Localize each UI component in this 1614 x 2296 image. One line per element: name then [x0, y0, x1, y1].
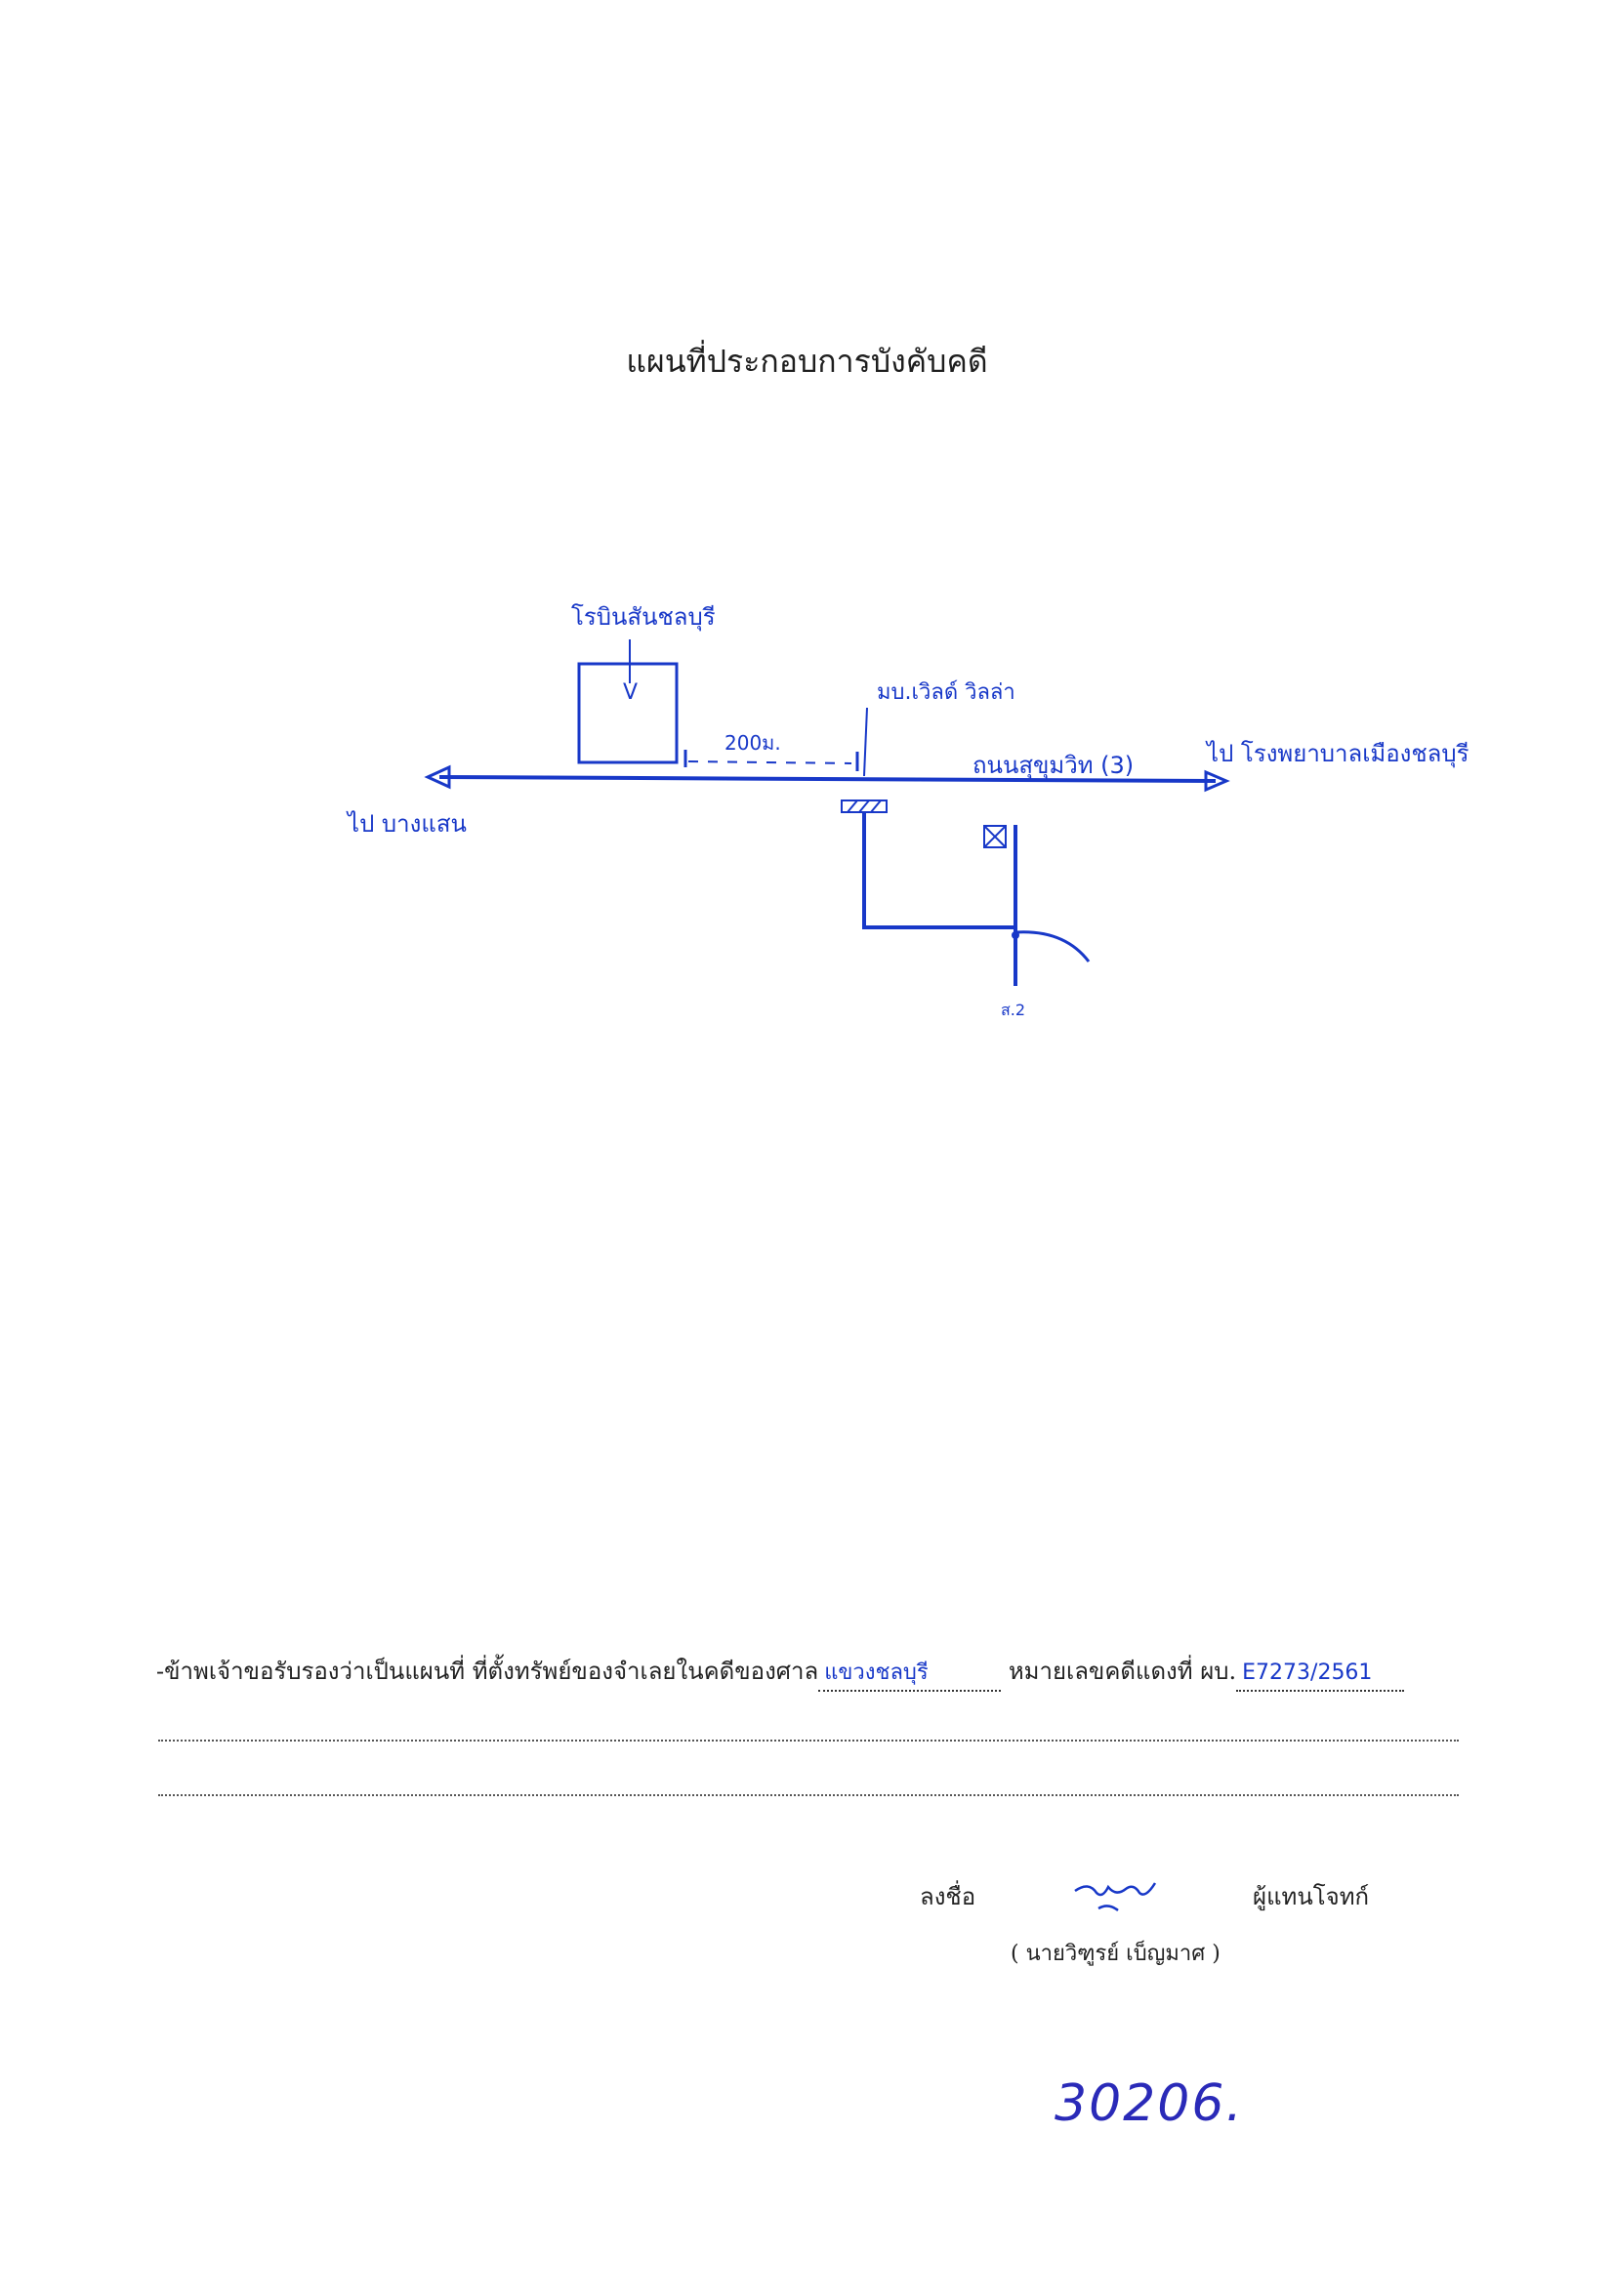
side-road-line: [862, 812, 1015, 929]
signer-name: ( นายวิฑูรย์ เบ็ญมาศ ): [1011, 1942, 1221, 1966]
village-pointer: [863, 707, 868, 777]
blank-dotted-line: [158, 1794, 1459, 1796]
direction-right-label: ไป โรงพยาบาลเมืองชลบุรี: [1205, 740, 1469, 768]
junction-dot: [1012, 931, 1019, 939]
right-arrow-icon: [1204, 769, 1230, 793]
case-number-field: E7273/2561: [1236, 1657, 1405, 1692]
landmark-label: โรบินสันชลบุรี: [571, 603, 716, 632]
main-road-line: [438, 775, 1217, 783]
distance-label: 200ม.: [724, 731, 781, 755]
handwritten-signature: [1074, 1882, 1157, 1912]
gate-hatch: [847, 800, 858, 813]
distance-dashed-line: [687, 760, 852, 764]
property-marker-icon: [983, 825, 1007, 848]
gate-hatch: [858, 800, 870, 813]
village-label: มบ.เวิลด์ วิลล่า: [877, 680, 1015, 705]
landmark-symbol: V: [623, 680, 638, 705]
signer-role: ผู้แทนโจทก์: [1253, 1883, 1370, 1910]
certification-prefix: -ข้าพเจ้าขอรับรองว่าเป็นแผนที่ ที่ตั้งทร…: [156, 1658, 819, 1685]
direction-left-label: ไป บางแสน: [346, 810, 467, 838]
gate-hatch: [870, 800, 882, 813]
landmark-box: [577, 662, 679, 764]
page-title: แผนที่ประกอบการบังคับคดี: [626, 343, 988, 380]
certification-line: -ข้าพเจ้าขอรับรองว่าเป็นแผนที่ ที่ตั้งทร…: [156, 1655, 1465, 1692]
left-arrow-icon: [424, 764, 451, 790]
sign-label: ลงชื่อ: [920, 1883, 976, 1910]
blank-dotted-line: [158, 1740, 1459, 1742]
case-number-label: หมายเลขคดีแดงที่ ผบ.: [1008, 1658, 1237, 1685]
curved-road-line: [1014, 930, 1091, 963]
road-name-label: ถนนสุขุมวิท (3): [973, 752, 1134, 780]
location-map: V โรบินสันชลบุรี 200ม. มบ.เวิลด์ วิลล่า …: [346, 603, 1469, 1019]
court-field: แขวงชลบุรี: [818, 1657, 1002, 1692]
handwritten-number: 30206.: [1055, 2074, 1244, 2133]
marker-label: ส.2: [1001, 1001, 1025, 1019]
property-marker-cross: [983, 825, 1007, 848]
